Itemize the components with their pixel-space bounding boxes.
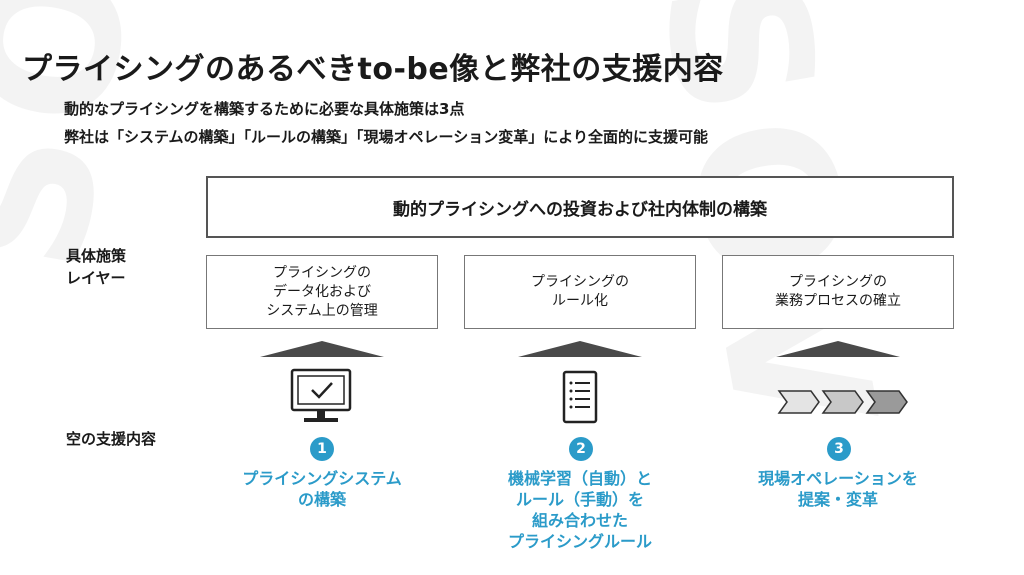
support-label-system-line1: プライシングシステム [242,469,402,488]
document-list-icon [562,370,598,424]
step-number-3: 3 [827,437,851,461]
support-label-rules-line1: 機械学習（自動）と [507,469,652,488]
measure-box-data-line2: データ化および [273,283,371,300]
measure-box-rules-line1: プライシングの [531,274,629,290]
support-label-rules-line4: プライシングルール [507,532,652,551]
step-number-2: 2 [569,437,593,461]
up-triangle-1 [260,341,384,357]
support-label-operation-line2: 提案・変革 [797,490,878,509]
support-row-label: 空の支援内容 [66,430,157,448]
measure-box-process-line2: 業務プロセスの確立 [775,293,901,309]
support-label-system-line2: の構築 [297,490,346,509]
support-label-system: プライシングシステム の構築 [206,468,438,510]
measure-box-rules-line2: ルール化 [552,293,608,309]
support-label-rules-line2: ルール（手動）を [515,490,644,509]
measure-box-data-line1: プライシングの [273,264,371,281]
measure-box-data: プライシングの データ化および システム上の管理 [206,255,438,329]
process-chevron-icon [777,390,908,414]
measure-box-process-line1: プライシングの [789,274,887,290]
measure-box-rules: プライシングの ルール化 [464,255,696,329]
subtitle-line-2: 弊社は「システムの構築」「ルールの構築」「現場オペレーション変革」により全面的に… [64,128,708,146]
up-triangle-3 [776,341,900,357]
layer-row-label-line1: 具体施策 [66,247,127,265]
page-title: プライシングのあるべきto-be像と弊社の支援内容 [22,52,724,87]
up-triangle-2 [518,341,642,357]
measure-box-data-line3: システム上の管理 [266,302,378,319]
support-label-rules: 機械学習（自動）と ルール（手動）を 組み合わせた プライシングルール [464,468,696,552]
support-label-operation-line1: 現場オペレーションを [758,469,918,488]
layer-row-label: 具体施策 レイヤー [66,245,126,289]
monitor-check-icon [290,368,352,422]
support-label-rules-line3: 組み合わせた [531,511,628,530]
step-number-1: 1 [310,437,334,461]
support-label-operation: 現場オペレーションを 提案・変革 [722,468,954,510]
measure-box-process: プライシングの 業務プロセスの確立 [722,255,954,329]
layer-row-label-line2: レイヤー [66,269,126,287]
subtitle-line-1: 動的なプライシングを構築するために必要な具体施策は3点 [64,100,465,118]
investment-box-text: 動的プライシングへの投資および社内体制の構築 [393,199,767,220]
investment-box: 動的プライシングへの投資および社内体制の構築 [206,176,954,238]
